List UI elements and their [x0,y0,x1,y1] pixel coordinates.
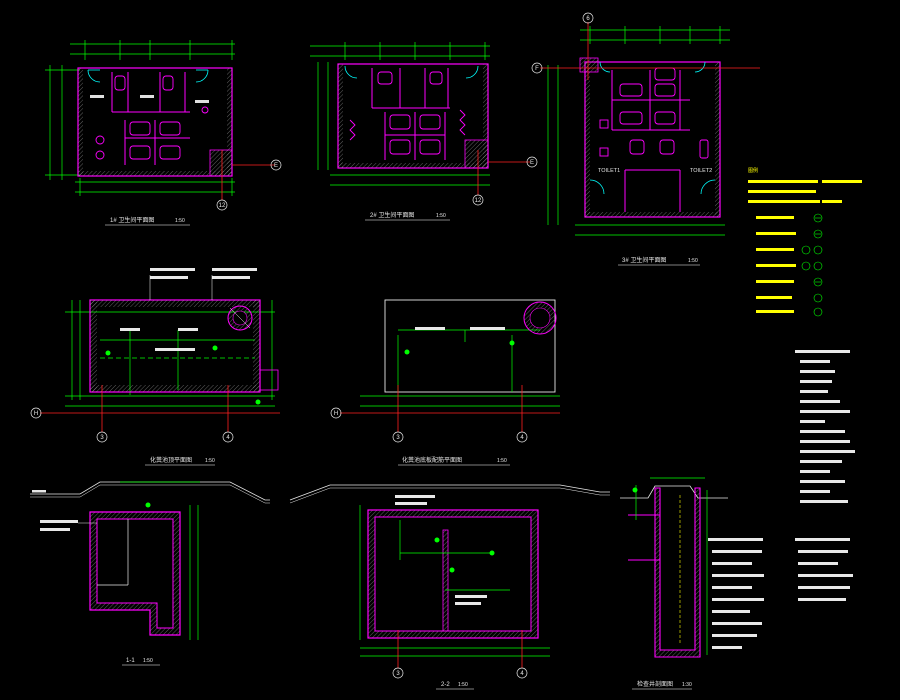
septic-bottom-scale: 1:50 [497,458,507,464]
plan-2-scale: 1:50 [436,213,446,219]
plan-1-scale: 1:50 [175,218,185,224]
plan-2-toilet: E 12 2# 卫生间平面图 1:50 [310,42,538,221]
axis-label-f: F [535,66,539,72]
section-1-1-scale: 1:50 [143,658,153,664]
septic-bottom-title: 化粪池底板配筋平面图 [402,456,462,464]
toilet-1-label: TOILET1 [598,168,620,174]
well-title: 检查井剖面图 [637,680,673,688]
plan-1-toilet: E 12 1# 卫生间平面图 1:50 [45,40,282,226]
legend-heading: 图例 [748,167,758,174]
axis-label-4: 4 [520,671,524,677]
section-2-2-scale: 1:50 [458,682,468,688]
plan-3-toilet: TOILET1 TOILET2 F 6 3# 卫生间平面图 1:50 [531,12,760,266]
section-1-1: 1-1 1:50 [30,481,270,666]
axis-label-6: 6 [586,16,590,22]
axis-label-3: 3 [396,671,400,677]
section-2-2: 3 4 2-2 1:50 [289,484,610,690]
inspection-well-section: 检查井剖面图 1:30 [620,477,728,690]
section-2-2-title: 2-2 [441,682,450,688]
section-1-1-title: 1-1 [126,658,135,664]
axis-label-4: 4 [226,435,230,441]
axis-label-e: E [274,163,278,169]
well-scale: 1:30 [682,682,692,688]
axis-label-h: H [334,411,338,417]
legend-block: 图例 [708,167,862,649]
plan-3-title: 3# 卫生间平面图 [622,256,666,264]
septic-top-scale: 1:50 [205,458,215,464]
plan-2-title: 2# 卫生间平面图 [370,211,414,219]
axis-label-3: 3 [396,435,400,441]
septic-tank-top-plan: H 3 4 化粪池顶平面图 1:50 [30,268,280,466]
axis-label-12: 12 [475,198,482,204]
septic-tank-bottom-plan: H 3 4 化粪池底板配筋平面图 1:50 [330,299,560,466]
axis-label-h: H [34,411,38,417]
axis-label-e: E [530,160,534,166]
axis-label-3: 3 [100,435,104,441]
axis-label-4: 4 [520,435,524,441]
plan-3-scale: 1:50 [688,258,698,264]
plan-1-title: 1# 卫生间平面图 [110,216,154,224]
axis-label-12: 12 [219,203,226,209]
toilet-2-label: TOILET2 [690,168,712,174]
septic-top-title: 化粪池顶平面图 [150,456,192,464]
